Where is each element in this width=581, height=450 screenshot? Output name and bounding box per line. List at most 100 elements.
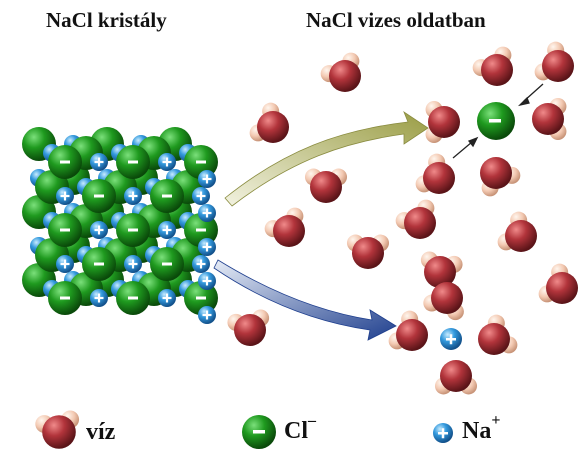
minus-sign — [60, 228, 70, 232]
sodium-ion — [158, 289, 176, 307]
chloride-ion — [82, 179, 116, 213]
hydrated-sodium-ion — [440, 328, 462, 350]
hydrated-chloride-ion — [477, 102, 515, 140]
legend-water-icon — [35, 410, 80, 449]
water-molecule — [472, 46, 513, 86]
sodium-ion — [198, 306, 216, 324]
water-molecules — [227, 41, 578, 395]
plus-sign-v — [205, 208, 209, 218]
plus-sign-v — [63, 191, 67, 201]
plus-sign-v — [165, 157, 169, 167]
water-molecule — [532, 97, 567, 141]
legend-chloride-label: Cl– — [284, 412, 316, 445]
oxygen-atom — [428, 106, 460, 138]
water-molecule — [35, 410, 80, 449]
water-molecule — [478, 314, 518, 355]
legend-chloride-minus — [253, 430, 265, 434]
plus-sign-v — [205, 310, 209, 320]
minus-sign — [196, 296, 206, 300]
plus-sign-v — [97, 225, 101, 235]
dissolution-arrow-upper — [224, 110, 429, 207]
oxygen-atom — [257, 111, 289, 143]
plus-sign-v — [165, 293, 169, 303]
sodium-ion — [198, 204, 216, 222]
chloride-ion — [150, 179, 184, 213]
water-molecule — [497, 211, 537, 252]
plus-sign-v — [97, 293, 101, 303]
plus-sign-v — [205, 242, 209, 252]
oxygen-atom — [273, 215, 305, 247]
minus-sign — [60, 296, 70, 300]
oxygen-atom — [431, 282, 463, 314]
oxygen-atom — [542, 50, 574, 82]
dissolution-arrow-lower — [213, 259, 397, 341]
chloride-ion — [48, 281, 82, 315]
legend-chloride-charge: – — [308, 412, 316, 429]
chloride-ion — [116, 213, 150, 247]
sodium-sign-plus-v — [449, 334, 453, 345]
water-molecule — [425, 100, 460, 144]
minus-sign — [162, 194, 172, 198]
chloride-ion — [116, 281, 150, 315]
nacl-crystal-lattice — [22, 127, 218, 324]
sodium-ion — [198, 272, 216, 290]
minus-sign — [196, 160, 206, 164]
water-molecule — [534, 41, 574, 82]
oxygen-atom — [532, 103, 564, 135]
water-molecule — [227, 309, 270, 346]
minus-sign — [128, 228, 138, 232]
attraction-arrow-bottom — [452, 141, 473, 159]
oxygen-atom — [424, 256, 456, 288]
plus-sign-v — [199, 259, 203, 269]
water-molecule — [249, 102, 289, 143]
water-molecule — [434, 360, 478, 395]
legend-sodium-charge: + — [491, 412, 501, 429]
plus-sign-v — [131, 259, 135, 269]
sodium-ion — [124, 255, 142, 273]
legend-sodium-label: Na+ — [462, 412, 500, 445]
plus-sign-v — [97, 157, 101, 167]
plus-sign-v — [205, 276, 209, 286]
legend — [35, 410, 453, 449]
plus-sign-v — [205, 174, 209, 184]
chloride-ion — [82, 247, 116, 281]
oxygen-atom — [440, 360, 472, 392]
sodium-ion — [90, 289, 108, 307]
oxygen-atom — [480, 157, 512, 189]
oxygen-atom — [234, 314, 266, 346]
minus-sign — [128, 296, 138, 300]
water-molecule — [304, 168, 348, 203]
crystal-title: NaCl kristály — [46, 8, 167, 32]
legend-sodium-plus-v — [441, 428, 445, 439]
water-molecule — [388, 310, 428, 351]
chloride-ion — [116, 145, 150, 179]
sodium-ion — [192, 255, 210, 273]
solution-title: NaCl vizes oldatban — [306, 8, 486, 32]
plus-sign-v — [131, 191, 135, 201]
oxygen-atom — [505, 220, 537, 252]
minus-sign — [94, 262, 104, 266]
water-molecule — [320, 52, 361, 92]
minus-sign — [60, 160, 70, 164]
sodium-ion — [158, 153, 176, 171]
minus-sign — [196, 228, 206, 232]
oxygen-atom — [546, 272, 578, 304]
legend-sodium-symbol: Na — [462, 418, 492, 444]
oxygen-atom — [481, 54, 513, 86]
chloride-ion — [150, 247, 184, 281]
sodium-ion — [198, 170, 216, 188]
attraction-arrowhead-bottom — [467, 136, 479, 148]
minus-sign — [128, 160, 138, 164]
plus-sign-v — [63, 259, 67, 269]
water-molecule — [395, 199, 436, 239]
oxygen-atom — [42, 415, 76, 449]
oxygen-atom — [478, 323, 510, 355]
water-molecule — [346, 234, 390, 269]
minus-sign — [94, 194, 104, 198]
oxygen-atom — [396, 319, 428, 351]
sodium-ion — [158, 221, 176, 239]
oxygen-atom — [404, 207, 436, 239]
sodium-ion — [198, 238, 216, 256]
water-molecule — [480, 157, 521, 197]
